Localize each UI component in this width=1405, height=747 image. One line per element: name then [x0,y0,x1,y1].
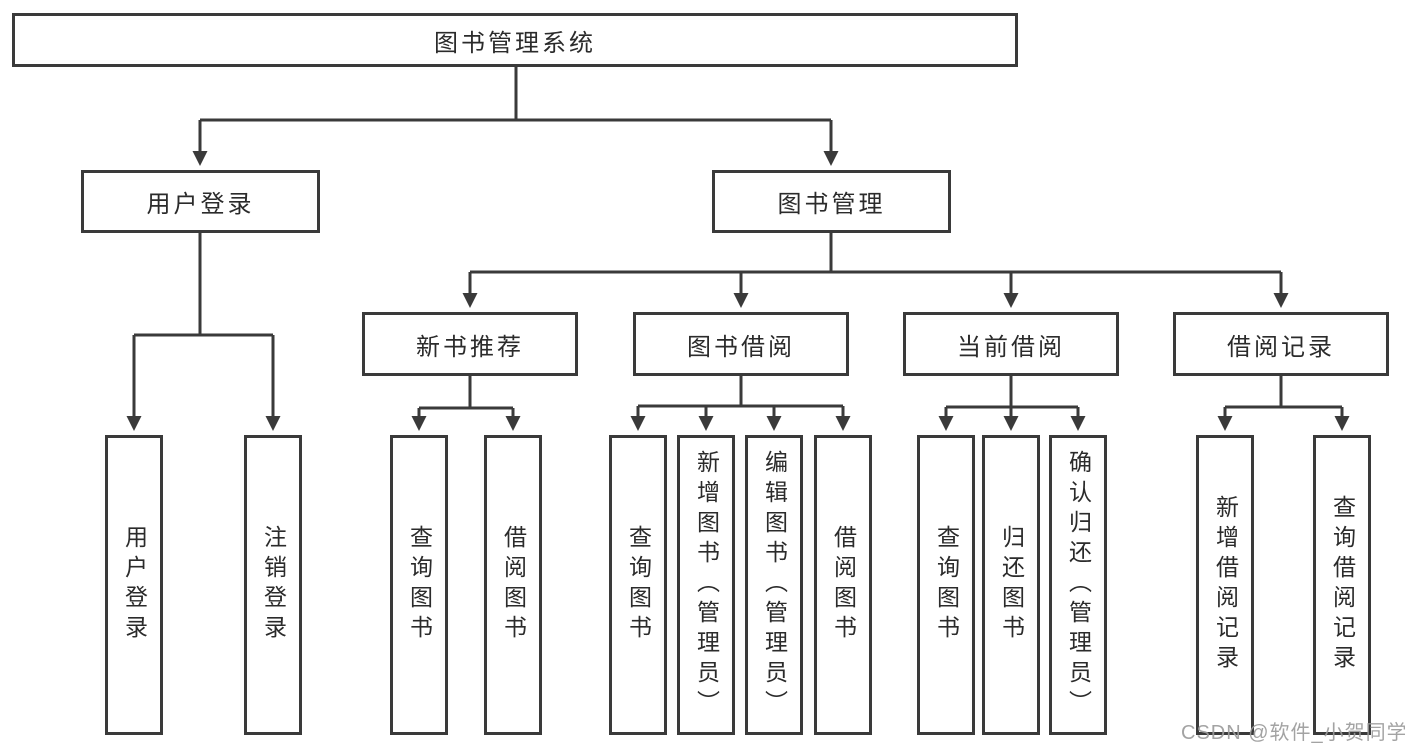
leaf-newbook-query-books: 查询图书 [390,435,448,735]
node-book-management: 图书管理 [712,170,951,233]
leaf-logout: 注销登录 [244,435,302,735]
node-borrow-record: 借阅记录 [1173,312,1389,376]
node-user-login: 用户登录 [81,170,320,233]
leaf-current-confirm-return-admin: 确认归还（管理员） [1049,435,1107,735]
csdn-watermark: CSDN @软件_小贺同学 [1181,722,1405,744]
node-book-borrow: 图书借阅 [633,312,849,376]
leaf-newbook-borrow-books: 借阅图书 [484,435,542,735]
leaf-user-login: 用户登录 [105,435,163,735]
leaf-current-return-books: 归还图书 [982,435,1040,735]
leaf-record-add-borrow-record: 新增借阅记录 [1196,435,1254,735]
node-current-borrow: 当前借阅 [903,312,1119,376]
leaf-current-query-books: 查询图书 [917,435,975,735]
leaf-borrow-edit-books-admin: 编辑图书（管理员） [745,435,803,735]
leaf-borrow-borrow-books: 借阅图书 [814,435,872,735]
leaf-record-query-borrow-record: 查询借阅记录 [1313,435,1371,735]
node-new-book-recommend: 新书推荐 [362,312,578,376]
leaf-borrow-add-books-admin: 新增图书（管理员） [677,435,735,735]
leaf-borrow-query-books: 查询图书 [609,435,667,735]
node-root-system: 图书管理系统 [12,13,1018,67]
